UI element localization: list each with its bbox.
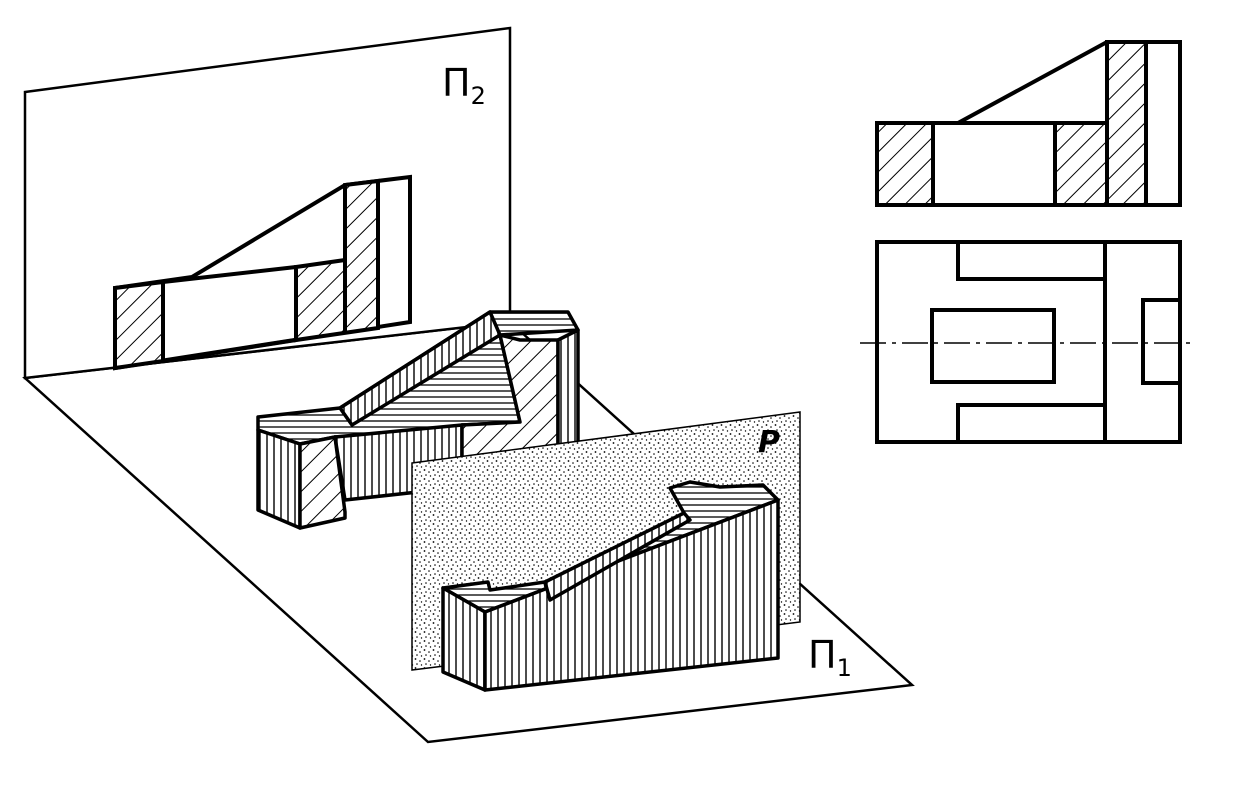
front-view [875, 40, 1182, 207]
cutting-plane-label: P [758, 425, 780, 460]
part-back-half [441, 480, 780, 692]
frontal-projection-section [113, 174, 412, 371]
frontal-plane-label: П2 [442, 61, 486, 110]
top-view [860, 240, 1190, 444]
horizontal-plane-label: П1 [808, 633, 852, 682]
